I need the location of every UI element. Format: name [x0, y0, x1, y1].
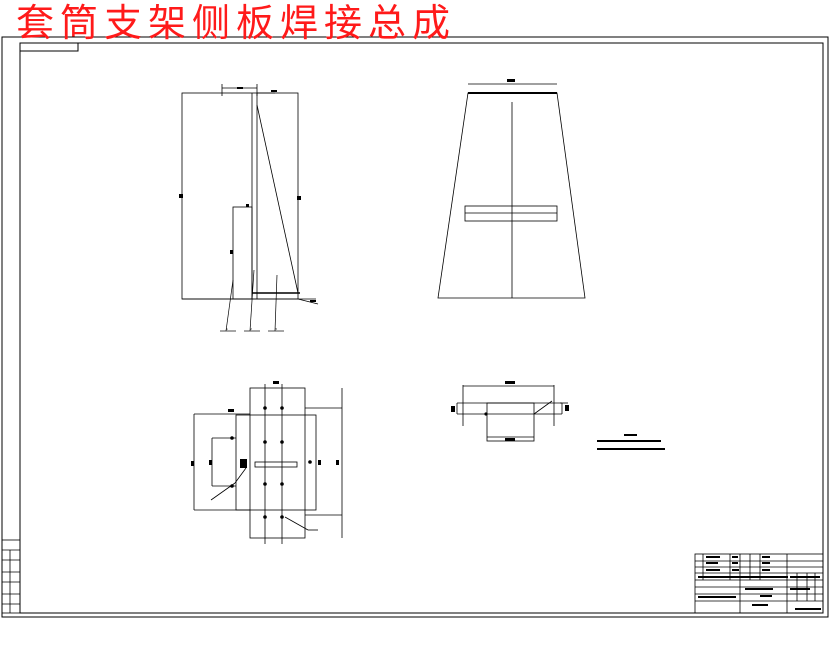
- left-margin-table: [1, 539, 21, 614]
- callout-1: 1: [226, 327, 228, 331]
- plan-view-dimension-marks: [191, 381, 339, 468]
- title-block: [694, 553, 824, 614]
- callout-3: 3: [275, 327, 277, 331]
- outer-frame: [1, 36, 829, 618]
- technical-notes: [597, 434, 665, 450]
- front-view-dimension-marks: [179, 87, 316, 302]
- section-view-marks: [451, 381, 569, 441]
- drawing-title: 套筒支架侧板焊接总成: [16, 1, 457, 45]
- front-view: [181, 84, 319, 305]
- title-block-text-marks: [698, 556, 821, 610]
- side-view: [437, 83, 586, 299]
- side-view-dimension-mark: [507, 79, 515, 82]
- drawing-code-box: [19, 42, 79, 52]
- inner-frame: [19, 42, 824, 614]
- callout-2: 2: [250, 327, 252, 331]
- callout-leaders: [220, 269, 284, 332]
- section-view: [456, 385, 568, 442]
